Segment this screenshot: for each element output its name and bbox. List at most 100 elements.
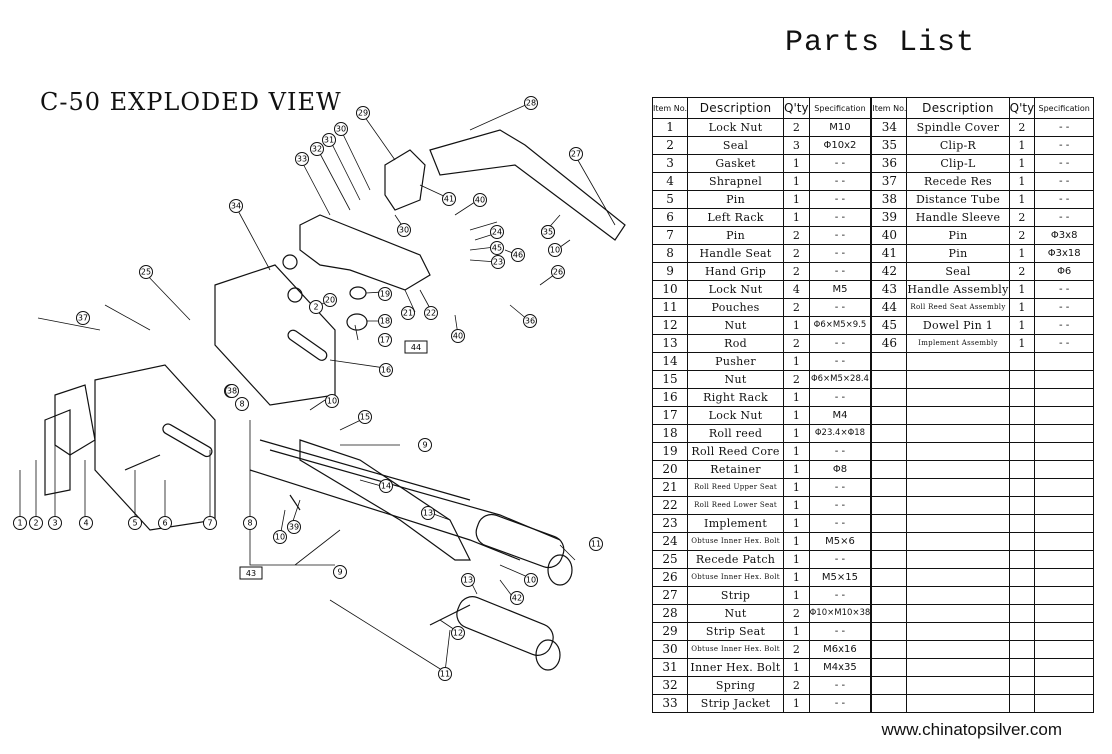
- cell-qty: 2: [1008, 208, 1036, 227]
- cell-item-no: 10: [651, 280, 689, 299]
- cell-item-no: [870, 496, 908, 515]
- svg-text:37: 37: [78, 314, 88, 323]
- cell-description: [906, 424, 1010, 443]
- header-spec: Specification: [1034, 97, 1095, 119]
- bolt: [429, 604, 471, 626]
- cell-description: Left Rack: [687, 208, 785, 227]
- svg-text:10: 10: [550, 246, 560, 255]
- cell-qty: 1: [1008, 136, 1036, 155]
- callout-41: 41: [442, 192, 456, 206]
- grip-end-lower: [535, 639, 561, 671]
- cell-description: [906, 550, 1010, 569]
- cell-item-no: 3: [651, 154, 689, 173]
- svg-text:29: 29: [358, 109, 368, 118]
- cell-item-no: [870, 694, 908, 713]
- cell-qty: [1008, 568, 1036, 587]
- cell-spec: [1034, 370, 1095, 389]
- cell-spec: [1034, 694, 1095, 713]
- callout-35: 35: [541, 225, 555, 239]
- cell-item-no: [870, 532, 908, 551]
- cell-description: Pin: [906, 226, 1010, 245]
- cell-qty: 1: [1008, 154, 1036, 173]
- svg-text:39: 39: [289, 523, 299, 532]
- exploded-view-title: C-50 EXPLODED VIEW: [40, 88, 342, 116]
- hand-grip-lower: [456, 596, 554, 656]
- callout-21: 21: [401, 306, 415, 320]
- cell-description: [906, 658, 1010, 677]
- cell-spec: [1034, 460, 1095, 479]
- cell-qty: [1008, 406, 1036, 425]
- svg-text:30: 30: [336, 125, 346, 134]
- cell-description: [906, 622, 1010, 641]
- cell-qty: [1008, 496, 1036, 515]
- cell-description: [906, 370, 1010, 389]
- cell-spec: Φ3x8: [1034, 226, 1095, 245]
- cell-description: [906, 406, 1010, 425]
- cell-qty: 1: [1008, 190, 1036, 209]
- callout-7: 7: [203, 516, 217, 530]
- cell-qty: 2: [783, 370, 810, 389]
- cell-qty: [1008, 460, 1036, 479]
- cell-item-no: 17: [651, 406, 689, 425]
- svg-text:2: 2: [313, 303, 318, 312]
- callout-6: 6: [158, 516, 172, 530]
- cell-qty: 2: [783, 676, 810, 695]
- pin: [289, 494, 301, 511]
- cell-item-no: 33: [651, 694, 689, 713]
- cell-description: Right Rack: [687, 388, 785, 407]
- frame-rail-upper: [269, 449, 561, 541]
- callout-10: 10: [273, 530, 287, 544]
- cell-qty: 1: [1008, 172, 1036, 191]
- svg-text:16: 16: [381, 366, 391, 375]
- cell-item-no: 8: [651, 244, 689, 263]
- svg-text:38: 38: [227, 387, 237, 396]
- svg-text:3: 3: [52, 519, 57, 528]
- cell-item-no: 29: [651, 622, 689, 641]
- cell-description: Roll reed: [687, 424, 785, 443]
- cell-qty: [1008, 424, 1036, 443]
- cell-item-no: 1: [651, 118, 689, 137]
- cell-item-no: [870, 550, 908, 569]
- cell-item-no: 31: [651, 658, 689, 677]
- header-qty: Q'ty: [783, 97, 810, 119]
- svg-text:33: 33: [297, 155, 307, 164]
- cell-description: Clip-L: [906, 154, 1010, 173]
- cell-item-no: 21: [651, 478, 689, 497]
- svg-text:15: 15: [360, 413, 370, 422]
- header-description: Description: [906, 97, 1010, 119]
- cell-spec: [1034, 532, 1095, 551]
- svg-text:1: 1: [17, 519, 22, 528]
- callout-14: 14: [379, 479, 393, 493]
- cell-qty: 2: [783, 262, 810, 281]
- cell-item-no: 30: [651, 640, 689, 659]
- cell-description: [906, 460, 1010, 479]
- cell-spec: - -: [808, 388, 873, 407]
- callout-25: 25: [139, 265, 153, 279]
- cell-description: Rod: [687, 334, 785, 353]
- cell-description: [906, 676, 1010, 695]
- cell-item-no: 28: [651, 604, 689, 623]
- cell-item-no: 19: [651, 442, 689, 461]
- cell-item-no: 41: [870, 244, 908, 263]
- cell-qty: [1008, 370, 1036, 389]
- callout-9: 9: [333, 565, 347, 579]
- pin: [124, 454, 161, 471]
- cell-qty: 1: [783, 532, 810, 551]
- cell-spec: - -: [808, 208, 873, 227]
- cell-qty: [1008, 550, 1036, 569]
- svg-text:40: 40: [453, 332, 463, 341]
- cell-spec: - -: [808, 622, 873, 641]
- spacer: [282, 254, 298, 270]
- cell-qty: 1: [783, 460, 810, 479]
- website-url[interactable]: www.chinatopsilver.com: [881, 720, 1062, 739]
- svg-text:43: 43: [246, 569, 256, 578]
